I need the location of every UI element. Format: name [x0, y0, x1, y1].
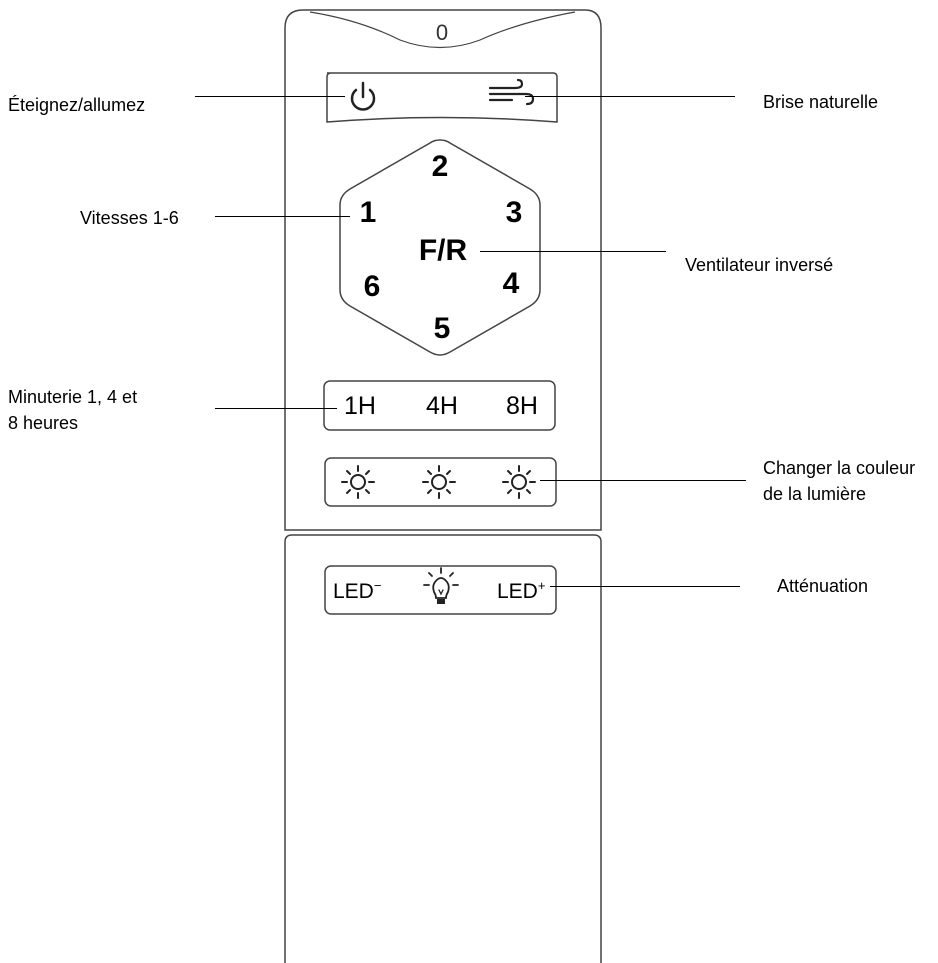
label-breeze: Brise naturelle — [763, 92, 879, 112]
label-color-line1: Changer la couleur — [763, 458, 916, 478]
sun-icon[interactable] — [341, 465, 375, 499]
led-minus-button[interactable]: LED− — [333, 578, 381, 604]
timer-button-group — [323, 380, 556, 431]
sun-icon[interactable] — [502, 465, 536, 499]
label-timer-line2: 8 heures — [8, 413, 79, 433]
leader-dimming — [550, 586, 740, 587]
power-breeze-button[interactable] — [326, 72, 558, 123]
wind-icon[interactable] — [488, 78, 535, 106]
leader-color — [540, 480, 746, 481]
light-bulb-icon[interactable] — [423, 567, 459, 604]
label-speeds: Vitesses 1-6 — [80, 208, 179, 228]
leader-breeze — [525, 96, 735, 97]
sun-icon[interactable] — [422, 465, 456, 499]
power-icon[interactable] — [350, 81, 376, 111]
speed-button-2[interactable]: 2 — [431, 150, 449, 183]
led-minus-text: LED — [333, 580, 374, 603]
label-power: Éteignez/allumez — [8, 95, 146, 115]
timer-button-4h[interactable]: 4H — [426, 392, 458, 420]
speed-button-1[interactable]: 1 — [359, 196, 377, 229]
leader-speeds — [215, 216, 350, 217]
remote-bottom-section — [284, 534, 602, 963]
speed-button-6[interactable]: 6 — [363, 270, 381, 303]
speed-button-5[interactable]: 5 — [433, 312, 451, 345]
led-plus-button[interactable]: LED+ — [497, 578, 545, 604]
leader-power — [195, 96, 345, 97]
led-minus-sign: − — [373, 578, 382, 593]
speed-button-4[interactable]: 4 — [502, 267, 520, 300]
led-plus-text: LED — [497, 580, 538, 603]
timer-button-8h[interactable]: 8H — [506, 392, 538, 420]
remote-top-indicator: 0 — [436, 20, 448, 45]
label-reverse: Ventilateur inversé — [685, 255, 834, 275]
speed-hexagon-pad[interactable] — [339, 139, 541, 356]
leader-timer — [215, 408, 337, 409]
label-timer-line1: Minuterie 1, 4 et — [8, 387, 138, 407]
label-color-line2: de la lumière — [763, 484, 867, 504]
remote-top-curve — [309, 11, 576, 49]
label-dimming: Atténuation — [777, 576, 869, 596]
remote-top-section — [284, 9, 602, 531]
dimming-button-group — [324, 565, 557, 615]
color-button-group — [324, 457, 557, 507]
timer-button-1h[interactable]: 1H — [344, 392, 376, 420]
speed-button-3[interactable]: 3 — [505, 196, 523, 229]
leader-reverse — [480, 251, 666, 252]
reverse-button[interactable]: F/R — [418, 234, 468, 267]
led-plus-sign: + — [537, 578, 546, 593]
